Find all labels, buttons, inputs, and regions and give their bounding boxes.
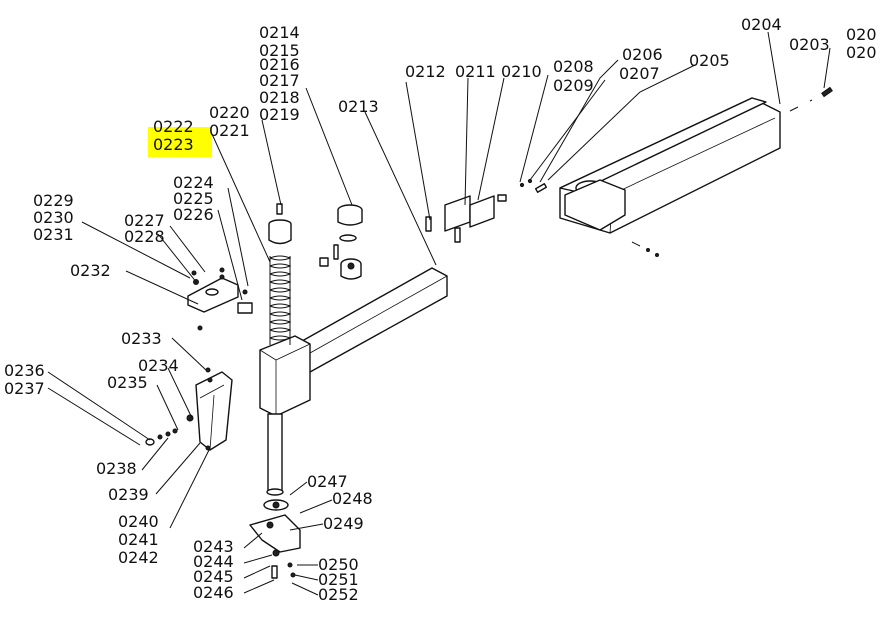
label-0208: 0208 (553, 57, 594, 76)
part-bracket-plate (187, 267, 253, 331)
label-0225: 0225 (173, 189, 214, 208)
label-0237: 0237 (4, 379, 45, 398)
label-020-a: 020 (846, 25, 877, 44)
label-0232: 0232 (70, 261, 111, 280)
label-0249: 0249 (323, 514, 364, 533)
label-0207: 0207 (619, 64, 660, 83)
part-pins-right (631, 86, 833, 257)
label-0227: 0227 (124, 211, 165, 230)
label-0241: 0241 (118, 530, 159, 549)
label-0224: 0224 (173, 173, 214, 192)
label-0252: 0252 (318, 585, 359, 604)
label-0247: 0247 (307, 472, 348, 491)
label-0239: 0239 (108, 485, 149, 504)
label-0211: 0211 (455, 62, 496, 81)
label-0244: 0244 (193, 552, 234, 571)
leader-lines (47, 31, 831, 596)
part-base-clamp (249, 499, 301, 579)
label-0213: 0213 (338, 97, 379, 116)
label-0215: 0215 (259, 41, 300, 60)
label-0205: 0205 (689, 51, 730, 70)
label-0221: 0221 (209, 121, 250, 140)
label-0245: 0245 (193, 567, 234, 586)
label-0203: 0203 (789, 35, 830, 54)
part-column-housing (259, 335, 311, 417)
label-0250: 0250 (318, 555, 359, 574)
part-top-caps (268, 203, 363, 280)
label-0214: 0214 (259, 23, 300, 42)
part-small-pins-mid (497, 178, 548, 202)
label-0217: 0217 (259, 71, 300, 90)
label-0218: 0218 (259, 88, 300, 107)
label-0251: 0251 (318, 570, 359, 589)
label-0228: 0228 (124, 227, 165, 246)
part-spring (269, 255, 292, 345)
label-0206: 0206 (622, 45, 663, 64)
label-0222: 0222 (153, 117, 194, 136)
label-0212: 0212 (405, 62, 446, 81)
label-0240: 0240 (118, 512, 159, 531)
label-0236: 0236 (4, 361, 45, 380)
label-0248: 0248 (332, 489, 373, 508)
label-0219: 0219 (259, 105, 300, 124)
label-0209: 0209 (553, 76, 594, 95)
label-0216: 0216 (259, 55, 300, 74)
label-020-b: 020 (846, 43, 877, 62)
part-brackets (425, 195, 495, 243)
label-0230: 0230 (33, 208, 74, 227)
label-0226: 0226 (173, 205, 214, 224)
label-0220: 0220 (209, 103, 250, 122)
label-0235: 0235 (107, 373, 148, 392)
label-0204: 0204 (741, 15, 782, 34)
highlight-box (148, 127, 212, 157)
part-column-rod (266, 413, 284, 496)
label-0246: 0246 (193, 583, 234, 602)
label-0242: 0242 (118, 548, 159, 567)
label-0233: 0233 (121, 329, 162, 348)
part-arm-beam (294, 267, 448, 373)
label-0238: 0238 (96, 459, 137, 478)
label-0234: 0234 (138, 356, 179, 375)
label-0243: 0243 (193, 537, 234, 556)
label-0210: 0210 (501, 62, 542, 81)
label-0223: 0223 (153, 135, 194, 154)
part-main-housing (559, 97, 781, 234)
part-lever-assembly (145, 367, 233, 451)
label-0231: 0231 (33, 225, 74, 244)
callout-labels: 0204 0203 020 020 0205 0206 0207 0208 02… (4, 15, 877, 604)
label-0229: 0229 (33, 191, 74, 210)
